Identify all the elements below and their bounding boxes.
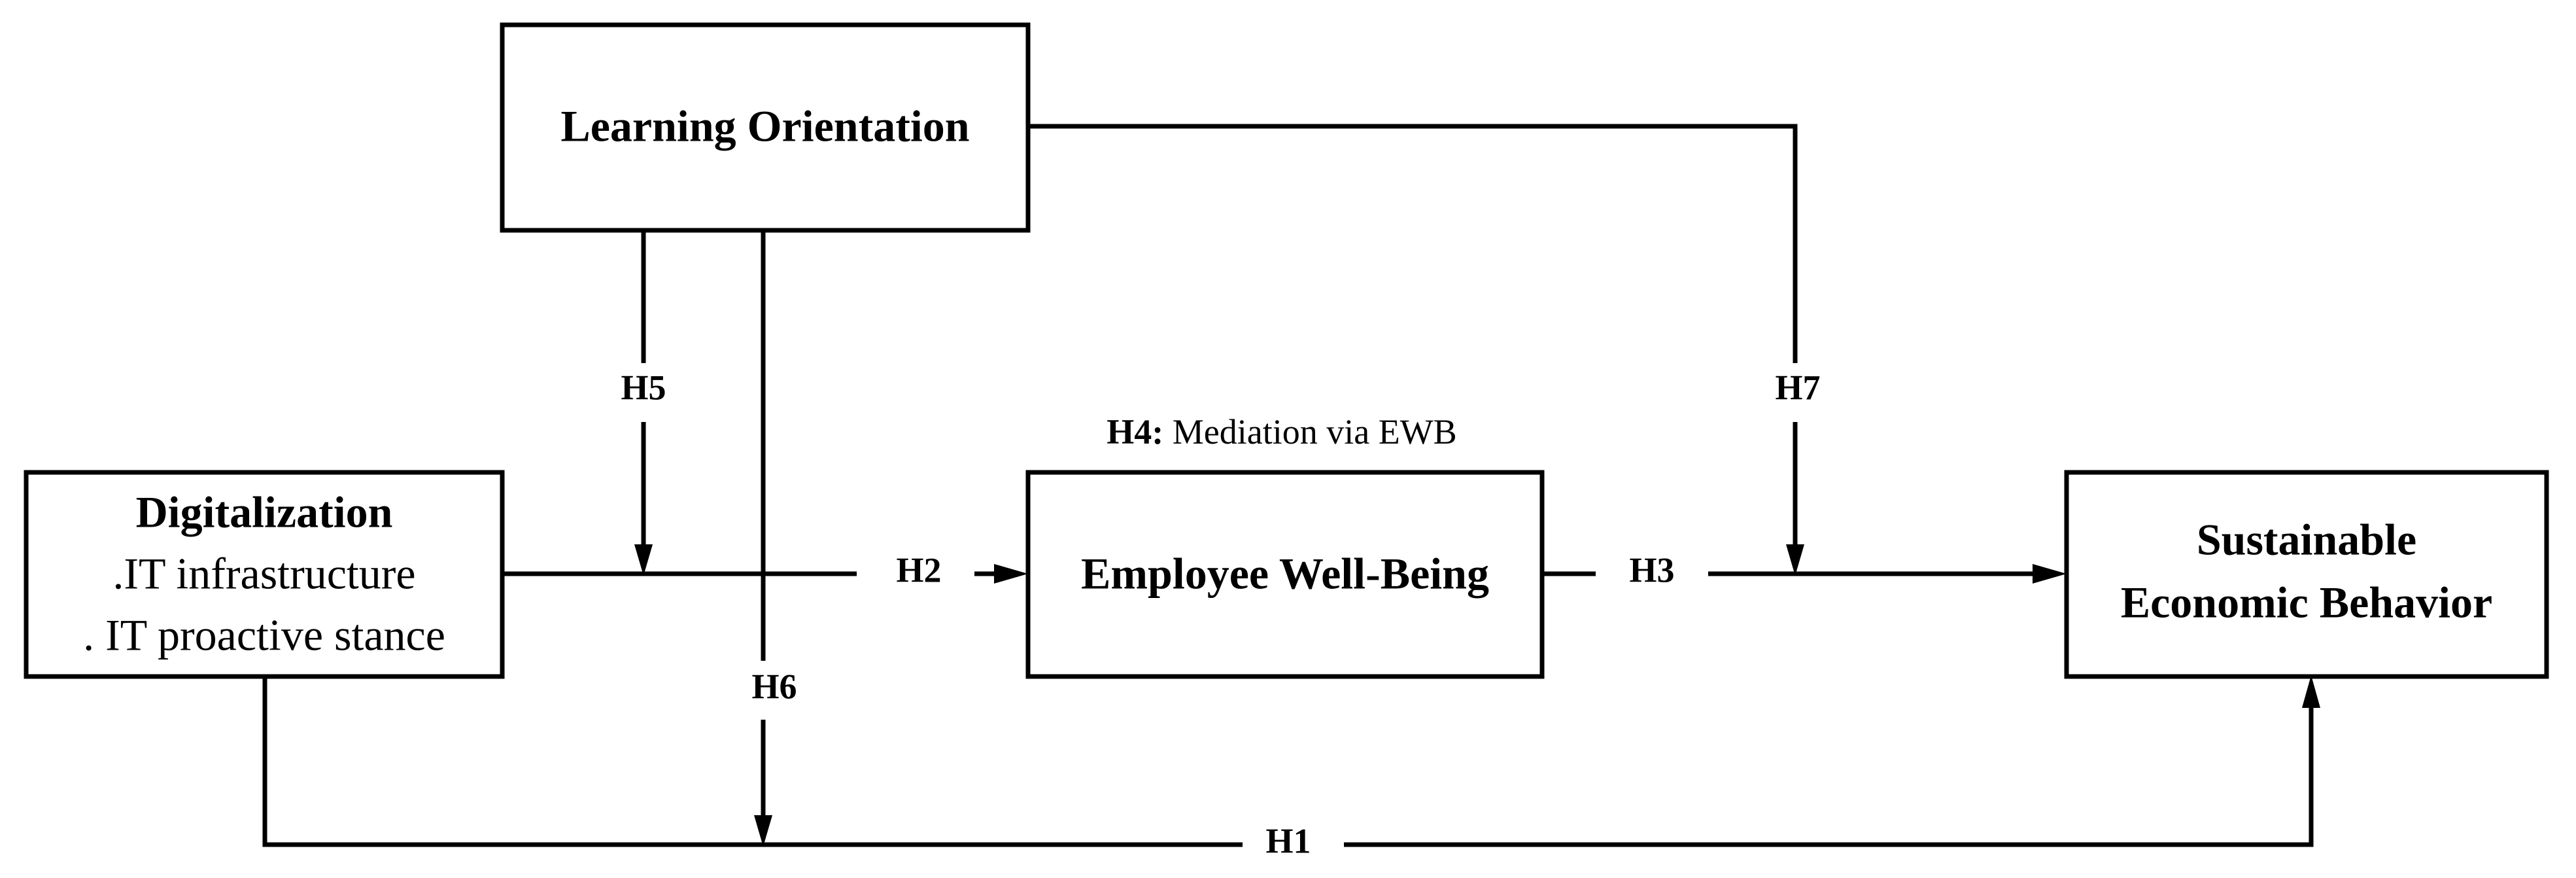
node-sustainable-economic-behavior: Sustainable Economic Behavior [2064,470,2549,679]
arrow-h7 [1028,124,1804,576]
node-digitalization: Digitalization .IT infrastructure . IT p… [24,470,505,679]
node-digitalization-item: .IT infrastructure [112,549,415,599]
mediation-note-text: Mediation via EWB [1163,412,1456,451]
label-h5: H5 [621,368,666,407]
mediation-note: H4: Mediation via EWB [1107,412,1456,451]
node-sustainable-economic-behavior-title-line1: Sustainable [2197,515,2416,565]
node-learning-orientation-title: Learning Orientation [560,101,969,151]
node-digitalization-item: . IT proactive stance [83,610,445,660]
arrow-h2 [502,564,1028,584]
arrow-h5 [634,230,653,576]
node-employee-well-being: Employee Well-Being [1025,470,1545,679]
node-sustainable-economic-behavior-title-line2: Economic Behavior [2121,578,2493,627]
arrow-h6 [754,230,772,847]
arrow-h3 [1542,564,2067,584]
mediation-note-label: H4: [1107,412,1163,451]
node-employee-well-being-title: Employee Well-Being [1081,549,1489,599]
label-h3: H3 [1629,550,1674,589]
label-h1: H1 [1265,821,1311,860]
node-learning-orientation: Learning Orientation [500,22,1031,233]
arrow-h1 [262,675,2320,847]
label-h7: H7 [1775,368,1820,407]
label-h6: H6 [751,667,797,706]
label-h2: H2 [896,550,941,589]
node-digitalization-title: Digitalization [136,487,393,537]
